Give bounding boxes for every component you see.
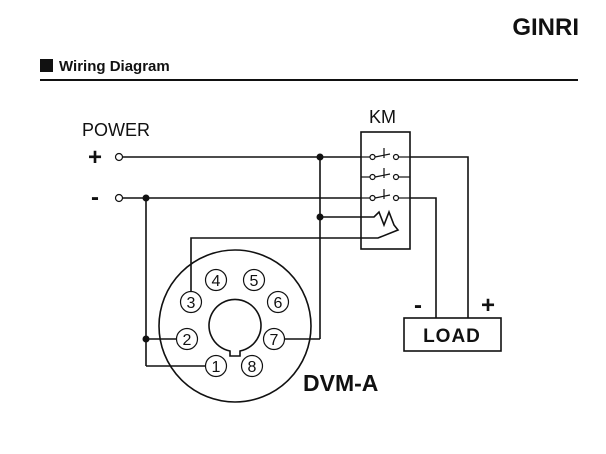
socket-outer [158, 249, 312, 403]
svg-text:4: 4 [212, 273, 221, 290]
svg-text:8: 8 [248, 359, 257, 376]
svg-text:5: 5 [250, 273, 259, 290]
section-square-icon [40, 59, 53, 72]
device-label: DVM-A [303, 370, 378, 396]
power-minus-terminal [114, 193, 124, 203]
relay-contacts [361, 148, 410, 202]
svg-text:1: 1 [212, 359, 221, 376]
svg-text:3: 3 [187, 295, 196, 312]
pin-1: 1 [204, 354, 228, 378]
pin-6: 6 [266, 290, 290, 314]
relay-box [360, 131, 411, 250]
power-minus-sign: - [91, 184, 99, 211]
socket-key [208, 298, 262, 357]
load-label: LOAD [423, 326, 481, 347]
load-minus-sign: - [414, 292, 422, 319]
power-plus-terminal [114, 152, 124, 162]
pin-8: 8 [240, 354, 264, 378]
load-box [403, 317, 502, 352]
pin-7: 7 [262, 327, 286, 351]
section-title: Wiring Diagram [59, 58, 170, 75]
socket-pins: 1 2 3 4 5 6 7 8 [175, 268, 290, 378]
pin-3: 3 [179, 290, 203, 314]
svg-text:7: 7 [270, 332, 279, 349]
wire-relay-to-load-minus [410, 197, 437, 318]
wire-relay-to-load-plus [410, 156, 469, 318]
svg-text:6: 6 [274, 295, 283, 312]
svg-text:2: 2 [183, 332, 192, 349]
power-plus-sign: + [88, 144, 102, 171]
wire-coil-to-pin3 [190, 237, 361, 292]
pin-4: 4 [204, 268, 228, 292]
pin-5: 5 [242, 268, 266, 292]
power-label: POWER [82, 120, 150, 140]
load-plus-sign: + [481, 292, 495, 319]
relay-label: KM [369, 107, 396, 127]
relay-coil [361, 209, 400, 239]
pin-2: 2 [175, 327, 199, 351]
brand-logo: GINRI [512, 14, 579, 41]
